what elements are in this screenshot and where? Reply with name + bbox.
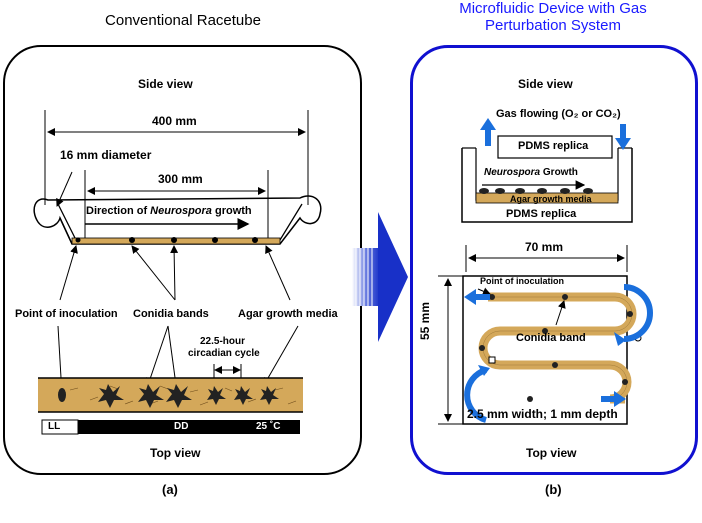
dd-label: DD xyxy=(174,421,189,432)
device-side-view xyxy=(461,118,633,223)
pdms-replica-bottom-label: PDMS replica xyxy=(506,208,577,220)
conidia-band-label: Conidia band xyxy=(516,332,586,344)
transition-arrow xyxy=(352,212,408,342)
conidia-bands-label: Conidia bands xyxy=(133,308,209,320)
right-top-view-label: Top view xyxy=(526,446,577,460)
point-of-inoculation-label: Point of inoculation xyxy=(15,308,118,320)
dim-300-label: 300 mm xyxy=(158,172,203,186)
dimension-70mm xyxy=(465,245,628,272)
agar-growth-media-label: Agar growth media xyxy=(238,308,338,320)
device-point-of-inoculation-label: Point of inoculation xyxy=(480,276,564,286)
pdms-replica-top-label: PDMS replica xyxy=(518,140,589,152)
device-top-view xyxy=(462,275,653,425)
pdms-replica-top xyxy=(497,135,613,159)
gas-flow-label: Gas flowing (O₂ or CO₂) xyxy=(496,108,621,120)
circadian-cycle-line1: 22.5-hour xyxy=(200,336,246,347)
device-agar-label: Agar growth media xyxy=(510,194,592,204)
racetube-top-view xyxy=(38,377,303,413)
growth-direction-label: Direction of Neurospora growth xyxy=(86,205,252,217)
dim-55-label: 55 mm xyxy=(418,301,432,340)
dim-70-label: 70 mm xyxy=(525,240,564,254)
label-pointers-upper xyxy=(59,245,291,301)
caption-a: (a) xyxy=(162,482,178,497)
circadian-cycle-line2: circadian cycle xyxy=(188,348,260,359)
right-panel xyxy=(410,45,698,475)
device-growth-label: Neurospora Growth xyxy=(484,167,578,178)
ll-label: LL xyxy=(48,421,61,432)
dimension-55mm xyxy=(438,275,463,425)
diameter-pointer xyxy=(56,171,73,207)
label-pointers-lower xyxy=(57,325,299,396)
dimension-400mm xyxy=(44,110,309,205)
dd-bar xyxy=(78,420,300,434)
caption-b: (b) xyxy=(545,482,562,497)
temperature-label: 25 ˚C xyxy=(256,421,281,432)
right-side-view-label: Side view xyxy=(518,77,573,91)
dimension-300mm xyxy=(84,170,269,240)
dim-400-label: 400 mm xyxy=(152,114,197,128)
left-top-view-label: Top view xyxy=(150,446,201,460)
left-side-view-label: Side view xyxy=(138,77,193,91)
diameter-label: 16 mm diameter xyxy=(60,148,152,162)
channel-dimensions-label: 2.5 mm width; 1 mm depth xyxy=(467,407,618,421)
racetube-side-view xyxy=(33,195,322,245)
right-panel-title: Microfluidic Device with Gas Perturbatio… xyxy=(459,0,647,34)
left-panel-title: Conventional Racetube xyxy=(105,12,261,29)
